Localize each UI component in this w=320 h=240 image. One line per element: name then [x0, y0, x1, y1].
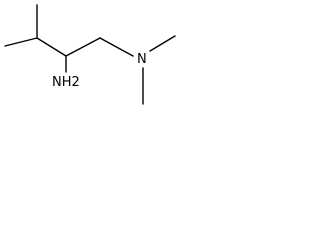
atom-label-n: N	[137, 52, 147, 67]
molecule-structure: NH2 N	[4, 4, 176, 105]
bond-c2-c3	[36, 37, 67, 57]
bond-ch2-n	[99, 37, 134, 57]
bond-n-methyl-up	[149, 35, 176, 52]
bond-c3-c4	[65, 37, 101, 57]
atom-label-nh2: NH2	[52, 75, 80, 90]
bond-c1-c2	[4, 37, 38, 47]
